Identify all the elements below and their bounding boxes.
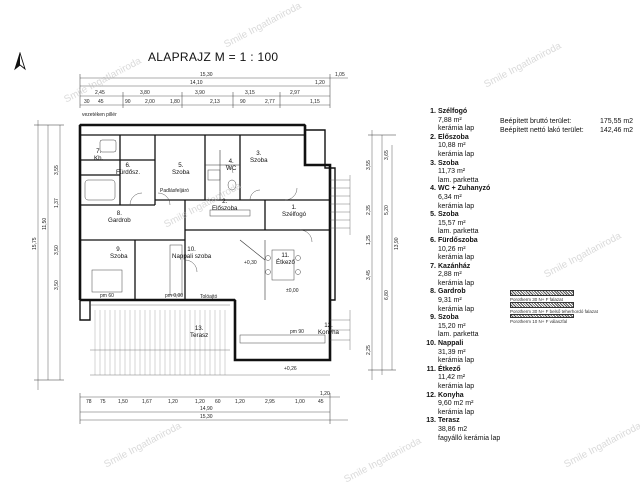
plan-room-7: 7.Kh.	[94, 148, 104, 162]
note-pm60: pm 60	[100, 293, 114, 299]
dim-top-f: 30	[84, 99, 90, 105]
note-pm000: pm 0,00	[165, 293, 183, 299]
dim-top-l: 90	[240, 99, 246, 105]
dim-bottom-l: 2,95	[265, 399, 275, 405]
dim-top-n: 1,15	[310, 99, 320, 105]
plan-room-13: 13.Terasz	[190, 325, 209, 339]
dim-bottom-e: 75	[100, 399, 106, 405]
dim-bottom-a: 1,20	[320, 391, 330, 397]
dim-left-b: 11,50	[42, 218, 48, 230]
dim-top-i: 2,00	[145, 99, 155, 105]
dim-right-e: 1,25	[366, 235, 372, 245]
note-pillar: vezetéken pillér	[82, 112, 117, 118]
plan-room-9: 9.Szoba	[110, 246, 128, 260]
dim-bottom-n: 45	[318, 399, 324, 405]
dim-left-e: 3,50	[54, 245, 60, 255]
wall-legend-partition: Porotherm 10 N+ F válaszfal	[510, 314, 574, 324]
dim-right-g: 6,80	[384, 290, 390, 300]
dim-top-m: 2,77	[265, 99, 275, 105]
dim-top-h: 90	[125, 99, 131, 105]
gross-area: Beépített bruttó terület:175,55 m2	[500, 118, 634, 125]
dim-left-a: 15,75	[32, 237, 38, 250]
dim-right-a: 13,90	[394, 237, 400, 250]
dim-bottom-i: 1,20	[195, 399, 205, 405]
dim-right-b: 3,65	[384, 150, 390, 160]
plan-room-11: 11.Étkező	[276, 252, 295, 266]
dim-right-i: 5,20	[384, 205, 390, 215]
note-attic-access: Padlásfeljáró	[160, 188, 189, 194]
plan-room-8: 8.Gardrob	[108, 210, 131, 224]
dim-top-e: 2,97	[290, 90, 300, 96]
wall-legend-load-bearing: Porotherm 30 N+ F belső teherhordó falaz…	[510, 302, 598, 314]
dim-left-c: 3,55	[54, 165, 60, 175]
note-level-000: ±0,00	[286, 288, 299, 294]
dim-top-g: 45	[98, 99, 104, 105]
dim-bottom-f: 1,50	[118, 399, 128, 405]
plan-room-12: 12.Konyha	[318, 322, 339, 336]
dim-bottom-b: 14,90	[200, 406, 213, 412]
dim-top-c: 3,90	[195, 90, 205, 96]
dim-top-inner: 14,10	[190, 80, 203, 86]
dim-bottom-c: 15,30	[200, 414, 213, 420]
dim-left-f: 3,50	[54, 280, 60, 290]
dim-top-k: 2,13	[210, 99, 220, 105]
plan-room-10: 10.Nappali szoba	[172, 246, 212, 260]
dim-top-right-2: 1,20	[315, 80, 325, 86]
dim-right-h: 2,25	[366, 345, 372, 355]
net-area: Beépített nettó lakó terület:142,46 m2	[500, 127, 634, 134]
dim-top-overall: 15,30	[200, 72, 213, 78]
dim-bottom-m: 1,00	[295, 399, 305, 405]
plan-room-2: 2.Előszoba	[212, 198, 238, 212]
plan-room-5: 5.Szoba	[172, 162, 190, 176]
dim-top-right-1: 1,05	[335, 72, 345, 78]
north-arrow-icon	[14, 52, 26, 71]
dim-bottom-k: 1,20	[235, 399, 245, 405]
dim-top-b: 3,80	[140, 90, 150, 96]
dim-right-d: 2,35	[366, 205, 372, 215]
dim-top-j: 1,80	[170, 99, 180, 105]
dim-left-d: 1,37	[54, 198, 60, 208]
plan-room-6: 6.Fürdősz.	[116, 162, 141, 176]
plan-room-4: 4.WC	[226, 158, 237, 172]
dim-bottom-j: 60	[215, 399, 221, 405]
dim-bottom-g: 1,67	[142, 399, 152, 405]
plan-room-3: 3.Szoba	[250, 150, 268, 164]
dim-top-d: 3,15	[245, 90, 255, 96]
dim-right-c: 3,55	[366, 160, 372, 170]
dim-top-a: 2,45	[95, 90, 105, 96]
note-sliding-door: Tolóajtó	[200, 294, 217, 300]
note-level-026: +0,26	[284, 366, 297, 372]
note-level-030: +0,30	[244, 260, 257, 266]
plan-room-1: 1.Szélfogó	[282, 204, 307, 218]
drawing-title: ALAPRAJZ M = 1 : 100	[148, 50, 279, 64]
dim-bottom-h: 1,20	[168, 399, 178, 405]
dim-bottom-d: 78	[86, 399, 92, 405]
note-pm90: pm 90	[290, 329, 304, 335]
dim-right-f: 3,45	[366, 270, 372, 280]
